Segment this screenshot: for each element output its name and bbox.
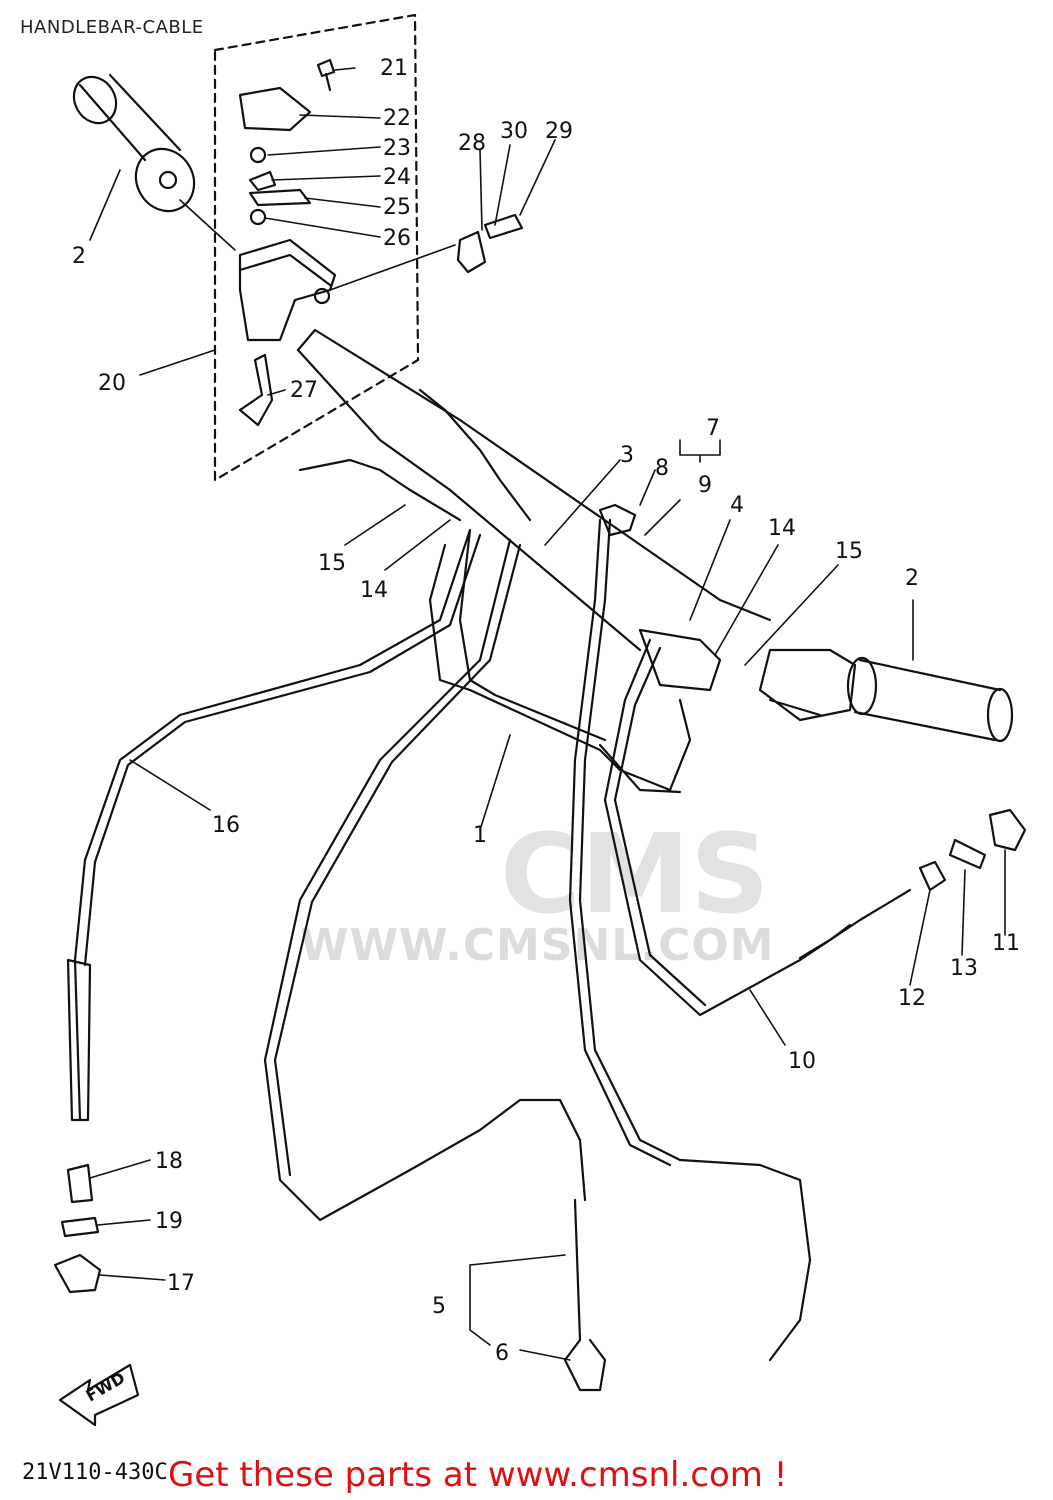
nut-23 bbox=[249, 146, 267, 164]
callout-14-left: 14 bbox=[360, 578, 388, 603]
callout-30: 30 bbox=[500, 119, 528, 144]
watermark-url: WWW.CMSNL.COM bbox=[300, 920, 775, 971]
washer-24 bbox=[248, 170, 277, 192]
part-13 bbox=[948, 838, 987, 870]
watermark-logo: CMS bbox=[500, 810, 770, 938]
fwd-label: FWD bbox=[83, 1368, 129, 1405]
cover-22 bbox=[238, 86, 312, 132]
callout-28: 28 bbox=[458, 131, 486, 156]
part-17 bbox=[53, 1253, 102, 1294]
cable-3 bbox=[578, 518, 812, 1362]
callout-26: 26 bbox=[383, 226, 411, 251]
callout-21: 21 bbox=[380, 56, 408, 81]
callout-10: 10 bbox=[788, 1049, 816, 1074]
callout-6: 6 bbox=[495, 1341, 509, 1366]
callout-8: 8 bbox=[655, 456, 669, 481]
callout-9: 9 bbox=[698, 473, 712, 498]
callout-1: 1 bbox=[473, 823, 487, 848]
callout-11: 11 bbox=[992, 931, 1020, 956]
callout-13: 13 bbox=[950, 956, 978, 981]
cable-end-left bbox=[298, 458, 462, 522]
callout-19: 19 bbox=[155, 1209, 183, 1234]
callout-12: 12 bbox=[898, 986, 926, 1011]
page-title: HANDLEBAR-CABLE bbox=[20, 17, 204, 38]
callout-15-right: 15 bbox=[835, 539, 863, 564]
part-26 bbox=[249, 208, 267, 226]
callout-23: 23 bbox=[383, 136, 411, 161]
clamp-28 bbox=[456, 230, 487, 274]
bolt-29-30 bbox=[483, 213, 524, 240]
callout-25: 25 bbox=[383, 195, 411, 220]
spring-12 bbox=[918, 860, 947, 892]
part-19 bbox=[60, 1216, 100, 1238]
cable-16 bbox=[73, 528, 472, 1122]
group-box bbox=[213, 13, 420, 482]
leader-lines bbox=[89, 67, 1006, 1361]
callout-2-right: 2 bbox=[905, 566, 919, 591]
callout-14-right: 14 bbox=[768, 516, 796, 541]
callout-16: 16 bbox=[212, 813, 240, 838]
callout-18: 18 bbox=[155, 1149, 183, 1174]
adjuster-27 bbox=[238, 353, 274, 427]
callout-17: 17 bbox=[167, 1271, 195, 1296]
callout-29: 29 bbox=[545, 119, 573, 144]
callout-24: 24 bbox=[383, 165, 411, 190]
cable-5 bbox=[263, 538, 587, 1222]
callout-4: 4 bbox=[730, 493, 744, 518]
right-grip bbox=[638, 628, 1014, 743]
cable-10 bbox=[603, 638, 912, 1017]
promo-link[interactable]: Get these parts at www.cmsnl.com ! bbox=[168, 1455, 788, 1495]
callout-22: 22 bbox=[383, 106, 411, 131]
callout-3: 3 bbox=[620, 443, 634, 468]
callout-2-left: 2 bbox=[72, 244, 86, 269]
left-grip bbox=[72, 73, 196, 213]
throttle-housing bbox=[238, 238, 337, 342]
callout-labels: 21 22 23 24 25 26 28 30 29 2 20 27 7 3 8… bbox=[72, 56, 1020, 1405]
part-11 bbox=[988, 808, 1027, 852]
callout-27: 27 bbox=[290, 378, 318, 403]
handlebar bbox=[296, 328, 772, 794]
callout-20: 20 bbox=[98, 371, 126, 396]
spring-18 bbox=[66, 1163, 94, 1204]
diagram-code: 21V110-430C bbox=[22, 1460, 168, 1485]
callout-7: 7 bbox=[706, 416, 720, 441]
lever-25 bbox=[248, 188, 312, 207]
callout-15-left: 15 bbox=[318, 551, 346, 576]
screw-21 bbox=[316, 58, 336, 92]
fwd-arrow bbox=[58, 1363, 140, 1427]
callout-5: 5 bbox=[432, 1294, 446, 1319]
